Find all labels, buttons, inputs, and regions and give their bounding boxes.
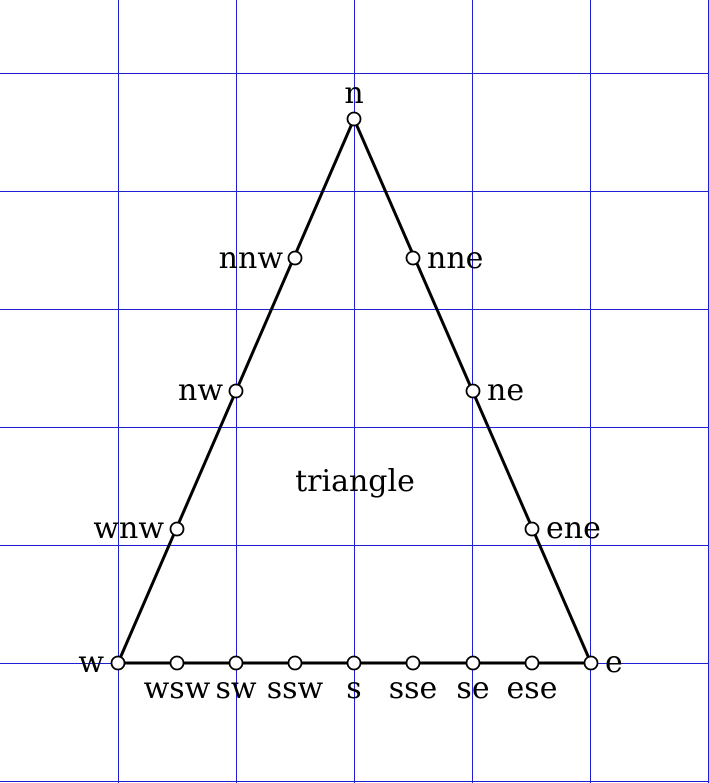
anchor-dot-s: [346, 655, 362, 671]
anchor-label-e: e: [605, 645, 623, 680]
anchor-dot-se: [465, 655, 481, 671]
anchor-dot-ssw: [287, 655, 303, 671]
anchor-label-sse: sse: [389, 671, 438, 706]
anchor-label-nne: nne: [427, 241, 483, 276]
anchor-dot-wnw: [169, 521, 185, 537]
anchor-dot-ene: [524, 521, 540, 537]
anchor-label-nnw: nnw: [219, 241, 284, 276]
anchor-label-wsw: wsw: [144, 671, 211, 706]
anchor-label-s: s: [346, 671, 361, 706]
anchor-label-ese: ese: [507, 671, 558, 706]
anchor-dot-ne: [465, 383, 481, 399]
anchor-dot-sse: [405, 655, 421, 671]
anchor-dot-nne: [405, 250, 421, 266]
anchor-label-w: w: [78, 645, 104, 680]
anchor-label-sw: sw: [215, 671, 256, 706]
anchor-label-wnw: wnw: [93, 511, 164, 546]
anchor-label-n: n: [344, 76, 363, 111]
anchor-dot-ese: [524, 655, 540, 671]
anchor-dot-sw: [228, 655, 244, 671]
anchor-dot-wsw: [169, 655, 185, 671]
anchor-dot-e: [583, 655, 599, 671]
anchor-label-se: se: [456, 671, 489, 706]
anchor-label-ne: ne: [487, 373, 524, 408]
anchor-dot-nw: [228, 383, 244, 399]
anchor-label-ssw: ssw: [267, 671, 324, 706]
center-label: triangle: [295, 464, 415, 499]
anchor-points: n nnw nne nw ne wnw ene w e wsw sw: [78, 76, 622, 706]
anchor-dot-w: [110, 655, 126, 671]
anchor-dot-nnw: [287, 250, 303, 266]
anchor-label-ene: ene: [546, 511, 601, 546]
anchor-dot-n: [346, 111, 362, 127]
anchor-label-nw: nw: [178, 373, 223, 408]
